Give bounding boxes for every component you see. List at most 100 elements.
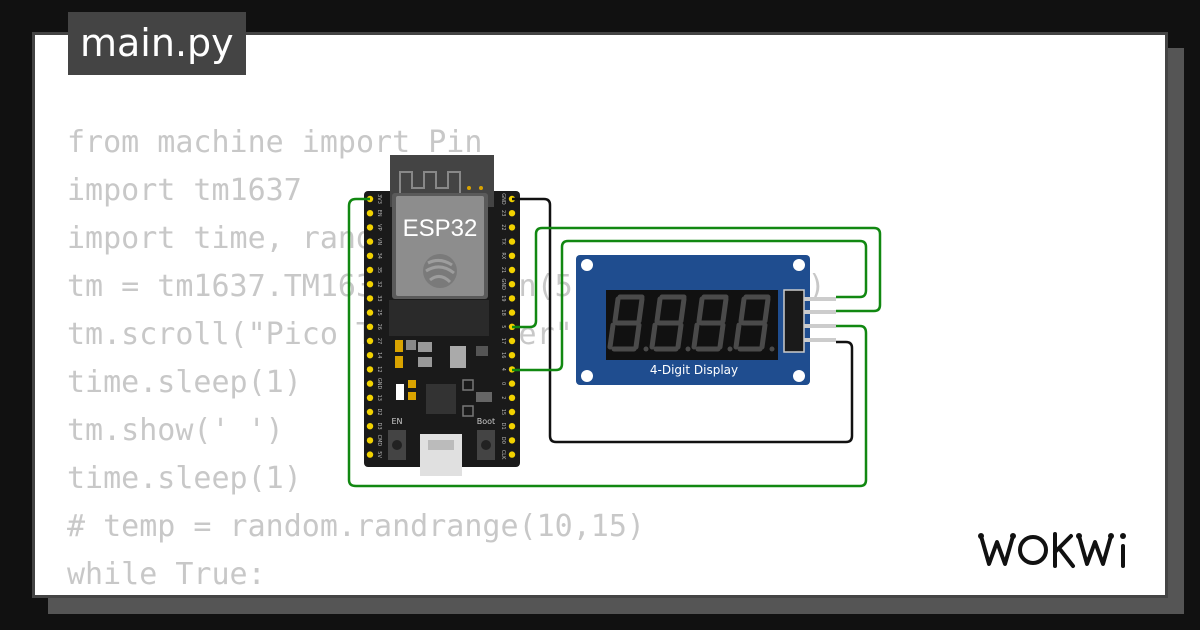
pin-label: 14 <box>376 352 382 358</box>
pin-26[interactable] <box>366 323 374 330</box>
pin-d0[interactable] <box>508 437 516 444</box>
esp32-label: ESP32 <box>403 215 478 242</box>
segment-digit <box>691 294 733 352</box>
code-line: # temp = random.randrange(10,15) <box>67 509 645 544</box>
pin-label: 27 <box>376 338 382 344</box>
pin-22[interactable] <box>508 224 516 231</box>
pin-label: 34 <box>376 253 382 259</box>
pin-label: 26 <box>376 324 382 330</box>
segment-digit <box>607 294 649 352</box>
pin-label: 16 <box>500 352 506 358</box>
display-label: 4-Digit Display <box>650 363 738 377</box>
pin-label: 12 <box>376 366 382 372</box>
wokwi-logo-icon <box>978 532 1126 568</box>
display-digits <box>607 294 775 352</box>
pin-12[interactable] <box>366 366 374 373</box>
pin-label: 32 <box>376 281 382 287</box>
pin-tx[interactable] <box>508 238 516 245</box>
pin-17[interactable] <box>508 337 516 345</box>
pin-label: GND <box>376 378 382 390</box>
pin-label: 17 <box>500 338 506 344</box>
wokwi-logo <box>975 524 1153 578</box>
pin-33[interactable] <box>366 295 374 302</box>
pin-label: EN <box>376 210 382 217</box>
pin-label: VP <box>376 224 382 230</box>
pin-label: 15 <box>500 409 506 415</box>
tm1637-display-module[interactable]: 4-Digit Display <box>576 255 836 385</box>
pin-25[interactable] <box>366 309 374 316</box>
pin-label: 23 <box>500 210 506 216</box>
pin-35[interactable] <box>366 266 374 274</box>
segment-digit <box>649 294 691 352</box>
pin-d1[interactable] <box>508 423 516 430</box>
pin-label: 5V <box>376 451 382 458</box>
pin-label: D1 <box>500 423 506 430</box>
pin-cmd[interactable] <box>366 437 374 444</box>
pin-en[interactable] <box>366 210 374 217</box>
pin-d2[interactable] <box>366 408 374 416</box>
espressif-logo-icon <box>423 254 457 288</box>
pin-gnd[interactable] <box>508 281 516 288</box>
pin-27[interactable] <box>366 337 374 345</box>
wire-vcc <box>347 197 868 488</box>
pin-label: 18 <box>500 309 506 315</box>
pin-21[interactable] <box>508 266 516 274</box>
pin-0[interactable] <box>508 380 516 387</box>
pin-label: GND <box>500 193 506 205</box>
pin-13[interactable] <box>366 394 374 401</box>
pin-label: 0 <box>500 382 506 385</box>
pin-label: TX <box>500 237 506 245</box>
boot-label: Boot <box>477 417 495 426</box>
pin-label: 21 <box>500 267 506 273</box>
pin-2[interactable] <box>508 394 516 401</box>
pin-19[interactable] <box>508 295 516 302</box>
pin-rx[interactable] <box>508 252 516 259</box>
wires <box>347 197 882 488</box>
pin-16[interactable] <box>508 352 516 359</box>
pin-label: 25 <box>376 309 382 315</box>
code-line: from machine import Pin <box>67 125 483 160</box>
pin-label: 22 <box>500 224 506 230</box>
pin-clk[interactable] <box>508 451 516 458</box>
wire-gnd <box>512 197 854 444</box>
pin-label: CLK <box>500 450 506 460</box>
en-label: EN <box>391 417 402 426</box>
wire-clk <box>512 226 882 329</box>
pin-label: VN <box>376 238 382 245</box>
pin-label: 2 <box>500 396 506 399</box>
pin-23[interactable] <box>508 210 516 217</box>
code-line: while True: <box>67 557 266 592</box>
pin-label: 33 <box>376 295 382 301</box>
file-tab[interactable]: main.py <box>68 12 246 75</box>
pin-d3[interactable] <box>366 423 374 430</box>
pin-18[interactable] <box>508 309 516 316</box>
pin-14[interactable] <box>366 352 374 359</box>
pin-label: 3V3 <box>376 194 382 204</box>
pin-label: CMD <box>376 435 382 447</box>
pin-label: 19 <box>500 295 506 301</box>
pin-label: RX <box>500 252 506 259</box>
code-line: tm.show(' ') <box>67 413 284 448</box>
pin-label: 4 <box>500 368 506 371</box>
pin-label: D3 <box>376 423 382 430</box>
pin-label: D2 <box>376 408 382 415</box>
pin-label: 13 <box>376 395 382 401</box>
pin-vn[interactable] <box>366 238 374 245</box>
segment-digit <box>733 294 775 352</box>
wire-dio <box>512 239 868 372</box>
pin-gnd[interactable] <box>366 380 374 387</box>
pin-15[interactable] <box>508 408 516 416</box>
code-line: time.sleep(1) <box>67 365 302 400</box>
pin-5v[interactable] <box>366 451 374 458</box>
pin-label: GND <box>500 278 506 290</box>
pin-label: 35 <box>376 267 382 273</box>
code-line: time.sleep(1) <box>67 461 302 496</box>
pin-vp[interactable] <box>366 224 374 231</box>
usb-port-icon <box>420 434 462 476</box>
pin-34[interactable] <box>366 252 374 259</box>
pin-32[interactable] <box>366 281 374 288</box>
